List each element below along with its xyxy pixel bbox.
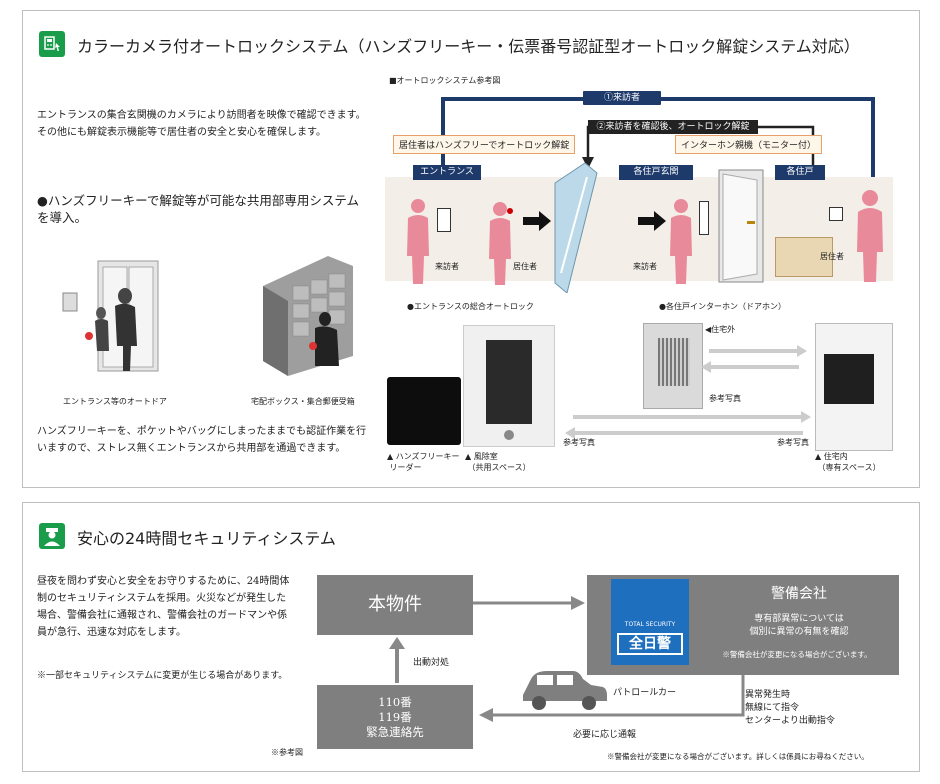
footer-note: ※警備会社が変更になる場合がございます。詳しくは係員にお尋ねください。 — [607, 752, 869, 761]
resident-figure-2 — [857, 190, 883, 282]
return-arrow — [479, 675, 745, 722]
enter-arrow-2-icon — [638, 211, 666, 231]
visitor-label: 来訪者 — [435, 262, 459, 271]
resident-label: 居住者 — [513, 262, 537, 271]
company-change-note: ※警備会社が変更になる場合がございます。 — [722, 650, 872, 659]
patrol-car-icon — [523, 671, 607, 710]
alert-label: 異常発生時 無線にて指令 センターより出動指令 — [745, 690, 835, 726]
auto-door-illustration — [53, 251, 183, 381]
visitor-label-2: 来訪者 — [633, 262, 657, 271]
zone-entrance: エントランス — [413, 165, 481, 180]
report-label: 必要に応じ通報 — [573, 730, 637, 740]
monitor-icon — [829, 207, 843, 221]
section-title: カラーカメラ付オートロックシステム（ハンズフリーキー・伝票番号認証型オートロック… — [77, 37, 860, 56]
report-arrow — [473, 596, 585, 610]
zone-door: 各住戸玄関 — [619, 165, 693, 180]
glass-door — [554, 163, 598, 293]
company-title: 警備会社 — [771, 586, 827, 602]
delivery-box-illustration — [243, 246, 373, 381]
unit-door — [718, 169, 764, 283]
lobby-caption: ▲ 風除室 （共用スペース） — [465, 452, 531, 472]
security-ref: ※参考図 — [271, 748, 303, 757]
security-section: 安心の24時間セキュリティシステム 昼夜を問わず安心と安全をお守りするために、2… — [22, 502, 920, 772]
dispatch-arrow — [389, 637, 405, 683]
intro-text: エントランスの集合玄関機のカメラにより訪問者を映像で確認できます。その他にも解錠… — [37, 110, 366, 138]
doorphone-photo — [643, 323, 703, 409]
handsfree-desc: ハンズフリーキーを、ポケットやバッグにしまったままでも認証作業を行いますので、ス… — [37, 426, 367, 454]
resident-figure — [489, 202, 511, 285]
security-intro: 昼夜を問わず安心と安全をお守りするために、24時間体制のセキュリティシステムを採… — [37, 576, 290, 638]
security-company-box: TOTAL SECURITY 全日警 警備会社 専有部異常については 個別に異常… — [587, 575, 899, 675]
ref-photo-3: 参考写真 — [777, 438, 809, 447]
enter-arrow-icon — [523, 211, 551, 231]
door-caption: エントランス等のオートドア — [63, 397, 167, 406]
emergency-box: 110番 119番 緊急連絡先 — [317, 685, 473, 749]
lobby-panel-photo — [463, 325, 555, 447]
autolock-section: カラーカメラ付オートロックシステム（ハンズフリーキー・伝票番号認証型オートロック… — [22, 10, 920, 488]
visitor-figure-2 — [670, 199, 692, 284]
visitor-figure — [407, 199, 429, 284]
doorphone-caption: ●各住戸インターホン（ドアホン） — [659, 302, 786, 311]
double-arrow-bottom — [565, 411, 811, 439]
entrance-panel-icon — [437, 208, 451, 232]
reader-caption: ▲ ハンズフリーキー リーダー — [387, 452, 460, 472]
private-note: 専有部異常については 個別に異常の有無を確認 — [749, 614, 849, 637]
zennikkei-logo: TOTAL SECURITY 全日警 — [611, 579, 689, 665]
intercom-icon — [39, 31, 65, 57]
monitor-photo — [815, 323, 893, 451]
ref-photo-1: 参考写真 — [709, 394, 741, 403]
zone-unit: 各住戸 — [775, 165, 825, 180]
dispatch-label: 出動対処 — [413, 658, 450, 668]
doorphone-icon — [699, 201, 709, 235]
handsfree-note: 居住者はハンズフリーでオートロック解錠 — [393, 135, 576, 154]
handsfree-sensor-icon — [507, 208, 513, 214]
ref-photo-2: 参考写真 — [563, 438, 595, 447]
patrol-label: パトロールカー — [613, 688, 677, 698]
arrow-unlock-label: ②来訪者を確認後、オートロック解錠 — [588, 120, 758, 134]
diagram-ref-title: ■オートロックシステム参考図 — [389, 76, 501, 85]
box-caption: 宅配ボックス・集合郵便受箱 — [251, 397, 355, 406]
handsfree-heading: ●ハンズフリーキーで解錠等が可能な共用部専用システムを導入。 — [37, 193, 360, 225]
guard-icon — [39, 523, 65, 549]
section2-title: 安心の24時間セキュリティシステム — [77, 529, 336, 548]
property-box: 本物件 — [317, 575, 473, 635]
outside-label: ◀住宅外 — [705, 325, 736, 334]
handsfree-reader-photo — [387, 377, 461, 445]
security-note: ※一部セキュリティシステムに変更が生じる場合があります。 — [37, 671, 288, 681]
cabinet — [775, 237, 833, 277]
resident-label-2: 居住者 — [820, 252, 844, 261]
autolock-caption: ●エントランスの総合オートロック — [407, 302, 534, 311]
inside-caption: ▲ 住宅内 （専有スペース） — [815, 452, 881, 472]
arrow-visitor-label: ①来訪者 — [583, 91, 661, 105]
double-arrow-top — [701, 345, 807, 373]
intercom-note: インターホン親機（モニター付） — [675, 135, 823, 154]
